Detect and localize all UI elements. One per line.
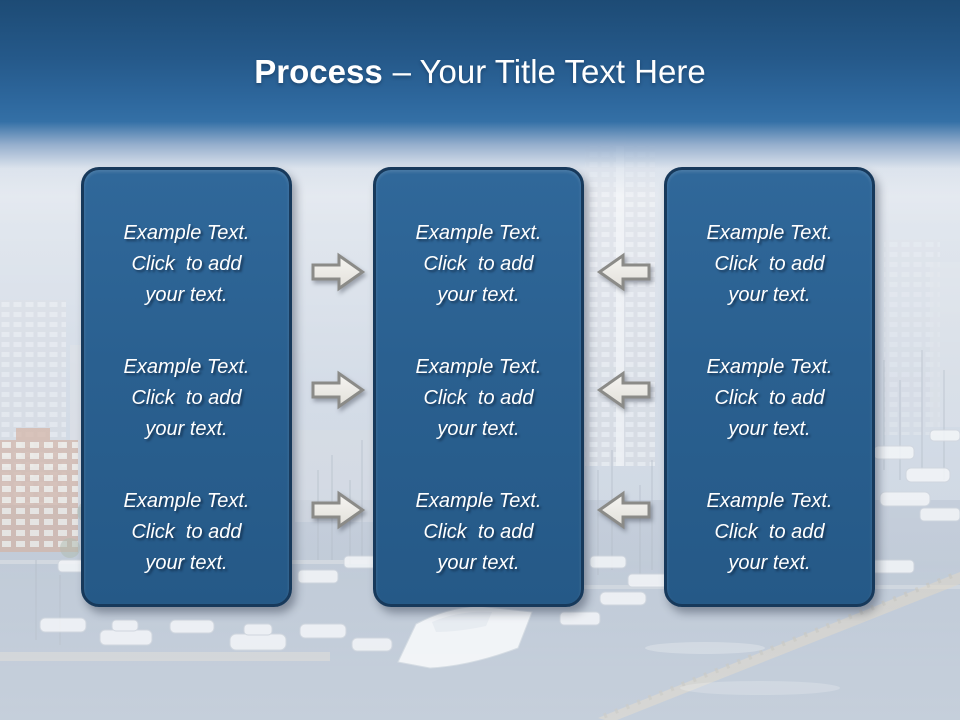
text-placeholder[interactable]: Example Text. Click to add your text. xyxy=(123,222,250,306)
text-placeholder[interactable]: Example Text. Click to add your text. xyxy=(415,490,542,574)
text-placeholder[interactable]: Example Text. Click to add your text. xyxy=(123,490,250,574)
arrow-right-icon xyxy=(311,490,366,530)
process-panel-right: Example Text. Click to add your text. Ex… xyxy=(664,167,875,607)
slide-title: Process– Your Title Text Here xyxy=(0,52,960,92)
slide-title-text: – Your Title Text Here xyxy=(392,53,706,90)
text-placeholder[interactable]: Example Text. Click to add your text. xyxy=(706,356,833,440)
arrow-right-icon xyxy=(311,370,366,410)
process-panel-left: Example Text. Click to add your text. Ex… xyxy=(81,167,292,607)
process-panel-middle: Example Text. Click to add your text. Ex… xyxy=(373,167,584,607)
text-placeholder[interactable]: Example Text. Click to add your text. xyxy=(415,356,542,440)
text-placeholder[interactable]: Example Text. Click to add your text. xyxy=(415,222,542,306)
slide-title-keyword: Process xyxy=(254,53,383,90)
arrow-left-icon xyxy=(596,252,651,292)
text-placeholder[interactable]: Example Text. Click to add your text. xyxy=(706,222,833,306)
arrow-left-icon xyxy=(596,490,651,530)
arrow-right-icon xyxy=(311,252,366,292)
text-placeholder[interactable]: Example Text. Click to add your text. xyxy=(123,356,250,440)
text-placeholder[interactable]: Example Text. Click to add your text. xyxy=(706,490,833,574)
arrow-left-icon xyxy=(596,370,651,410)
